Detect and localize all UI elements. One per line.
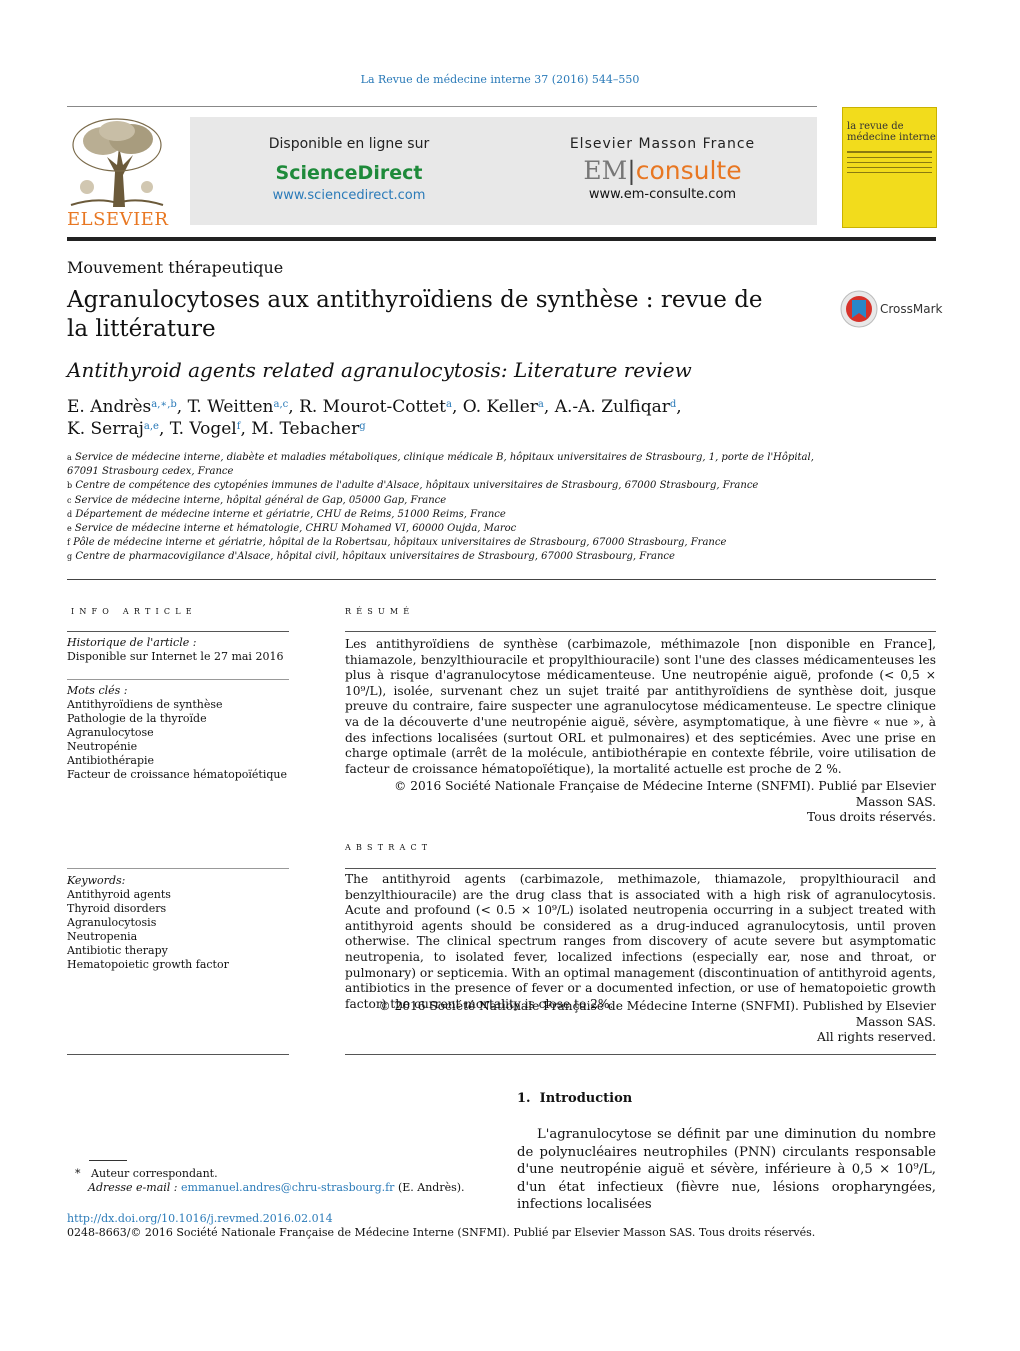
section-title: Introduction xyxy=(539,1091,633,1106)
crossmark-label: CrossMark xyxy=(880,302,943,316)
info-divider xyxy=(67,631,289,632)
corresponding-author-note: Auteur correspondant. xyxy=(91,1167,218,1180)
email-suffix: (E. Andrès). xyxy=(397,1181,465,1194)
footnote: * Auteur correspondant. Adresse e-mail :… xyxy=(75,1167,465,1195)
abstract-text: The antithyroid agents (carbimazole, met… xyxy=(345,872,936,1011)
article-history: Historique de l'article : Disponible sur… xyxy=(67,636,289,664)
keyword: Antibiotic therapy xyxy=(67,944,168,957)
introduction-heading: 1. Introduction xyxy=(517,1091,632,1106)
doi-link[interactable]: http://dx.doi.org/10.1016/j.revmed.2016.… xyxy=(67,1212,333,1225)
history-value: Disponible sur Internet le 27 mai 2016 xyxy=(67,650,284,663)
footnote-rule xyxy=(89,1160,127,1161)
em-consulte-logo: EM|consulte xyxy=(583,156,742,185)
affiliation-list: a Service de médecine interne, diabète e… xyxy=(67,451,827,565)
article-title: Agranulocytoses aux antithyroïdiens de s… xyxy=(67,287,763,342)
author[interactable]: T. Weittena,c xyxy=(187,397,289,417)
keyword: Antithyroïdiens de synthèse xyxy=(67,698,223,711)
affiliation-item: c Service de médecine interne, hôpital g… xyxy=(67,494,447,506)
abstract-divider xyxy=(345,868,936,869)
sciencedirect-logo: ScienceDirect xyxy=(275,162,423,184)
header-bottom-rule xyxy=(67,237,936,241)
elsevier-logo: ELSEVIER xyxy=(67,117,169,230)
info-article-heading: info article xyxy=(71,603,197,617)
header-top-rule xyxy=(67,106,817,107)
keywords-en-divider xyxy=(67,868,289,869)
keyword: Neutropénie xyxy=(67,740,138,753)
resume-divider xyxy=(345,631,936,632)
cover-title-line2: médecine interne xyxy=(847,132,936,143)
sciencedirect-link[interactable]: www.sciencedirect.com xyxy=(272,188,426,203)
consulte-logo-part: consulte xyxy=(635,156,742,185)
affiliation-item: f Pôle de médecine interne et gériatrie,… xyxy=(67,537,727,549)
em-logo-part: EM xyxy=(583,156,628,185)
resume-heading: résumé xyxy=(345,603,415,617)
cover-title-line1: la revue de xyxy=(847,121,904,132)
affiliation-divider xyxy=(67,579,936,580)
author[interactable]: M. Tebacherg xyxy=(251,419,366,439)
history-label: Historique de l'article : xyxy=(67,636,197,649)
sciencedirect-block: Disponible en ligne sur ScienceDirect ww… xyxy=(190,136,508,203)
abstract-copyright: © 2016 Société Nationale Française de Mé… xyxy=(345,999,936,1046)
affiliation-item: e Service de médecine interne et hématol… xyxy=(67,523,517,535)
resume-copyright: © 2016 Société Nationale Française de Mé… xyxy=(345,779,936,826)
keyword: Neutropenia xyxy=(67,930,138,943)
em-consulte-link[interactable]: www.em-consulte.com xyxy=(588,187,737,202)
keywords-en: Keywords: Antithyroid agents Thyroid dis… xyxy=(67,874,289,972)
crossmark-badge[interactable]: CrossMark xyxy=(840,290,942,328)
affiliation-item: d Département de médecine interne et gér… xyxy=(67,508,506,520)
author[interactable]: A.-A. Zulfiqard xyxy=(554,397,677,417)
article-english-title: Antithyroid agents related agranulocytos… xyxy=(67,358,692,382)
elsevier-tree-icon xyxy=(67,117,167,209)
crossmark-icon xyxy=(840,290,878,328)
elsevier-masson-label: Elsevier Masson France xyxy=(569,136,756,152)
section-number: 1. xyxy=(517,1091,531,1106)
article-section-type: Mouvement thérapeutique xyxy=(67,258,284,277)
keyword: Thyroid disorders xyxy=(67,902,167,915)
keyword: Antibiothérapie xyxy=(67,754,155,767)
author[interactable]: R. Mourot-Cotteta xyxy=(299,397,452,417)
em-consulte-block: Elsevier Masson France EM|consulte www.e… xyxy=(508,136,817,202)
available-online-label: Disponible en ligne sur xyxy=(268,136,430,152)
keyword: Agranulocytosis xyxy=(67,916,157,929)
keywords-fr-label: Mots clés : xyxy=(67,684,128,697)
footnote-marker: * xyxy=(75,1167,81,1180)
author[interactable]: K. Serraja,e xyxy=(67,419,159,439)
introduction-text: L'agranulocytose se définit par une dimi… xyxy=(517,1127,936,1212)
resume-copyright-line: Tous droits réservés. xyxy=(807,810,936,825)
elsevier-wordmark: ELSEVIER xyxy=(67,209,169,230)
affiliation-item: b Centre de compétence des cytopénies im… xyxy=(67,480,759,492)
author-email-link[interactable]: emmanuel.andres@chru-strasbourg.fr xyxy=(181,1181,395,1194)
affiliation-item: 67091 Strasbourg cedex, France xyxy=(67,466,234,478)
abstract-bottom-divider xyxy=(345,1054,936,1055)
journal-cover-thumbnail[interactable]: la revue de médecine interne xyxy=(842,107,937,228)
abstract-copyright-line: All rights reserved. xyxy=(817,1030,936,1045)
affiliation-item: g Centre de pharmacovigilance d'Alsace, … xyxy=(67,551,675,563)
info-bottom-divider xyxy=(67,1054,289,1055)
author[interactable]: T. Vogelf xyxy=(169,419,241,439)
keyword: Facteur de croissance hématopoïétique xyxy=(67,768,287,781)
abstract-copyright-line: © 2016 Société Nationale Française de Mé… xyxy=(378,999,936,1029)
keyword: Antithyroid agents xyxy=(67,888,171,901)
issn-copyright-line: 0248-8663/© 2016 Société Nationale Franç… xyxy=(67,1226,816,1239)
author-list: E. Andrèsa,∗,b, T. Weittena,c, R. Mourot… xyxy=(67,397,682,439)
journal-reference[interactable]: La Revue de médecine interne 37 (2016) 5… xyxy=(360,73,640,86)
availability-banner xyxy=(190,117,817,225)
keyword: Hematopoietic growth factor xyxy=(67,958,229,971)
keyword: Agranulocytose xyxy=(67,726,154,739)
resume-text: Les antithyroïdiens de synthèse (carbima… xyxy=(345,637,936,776)
keyword: Pathologie de la thyroïde xyxy=(67,712,207,725)
abstract-heading: abstract xyxy=(345,839,433,853)
resume-copyright-line: © 2016 Société Nationale Française de Mé… xyxy=(394,779,936,809)
keywords-en-label: Keywords: xyxy=(67,874,126,887)
keywords-divider xyxy=(67,679,289,680)
email-label: Adresse e-mail : xyxy=(88,1181,178,1194)
affiliation-item: a Service de médecine interne, diabète e… xyxy=(67,452,814,463)
keywords-fr: Mots clés : Antithyroïdiens de synthèse … xyxy=(67,684,289,782)
author[interactable]: E. Andrèsa,∗,b xyxy=(67,397,177,417)
author[interactable]: O. Kellera xyxy=(462,397,544,417)
